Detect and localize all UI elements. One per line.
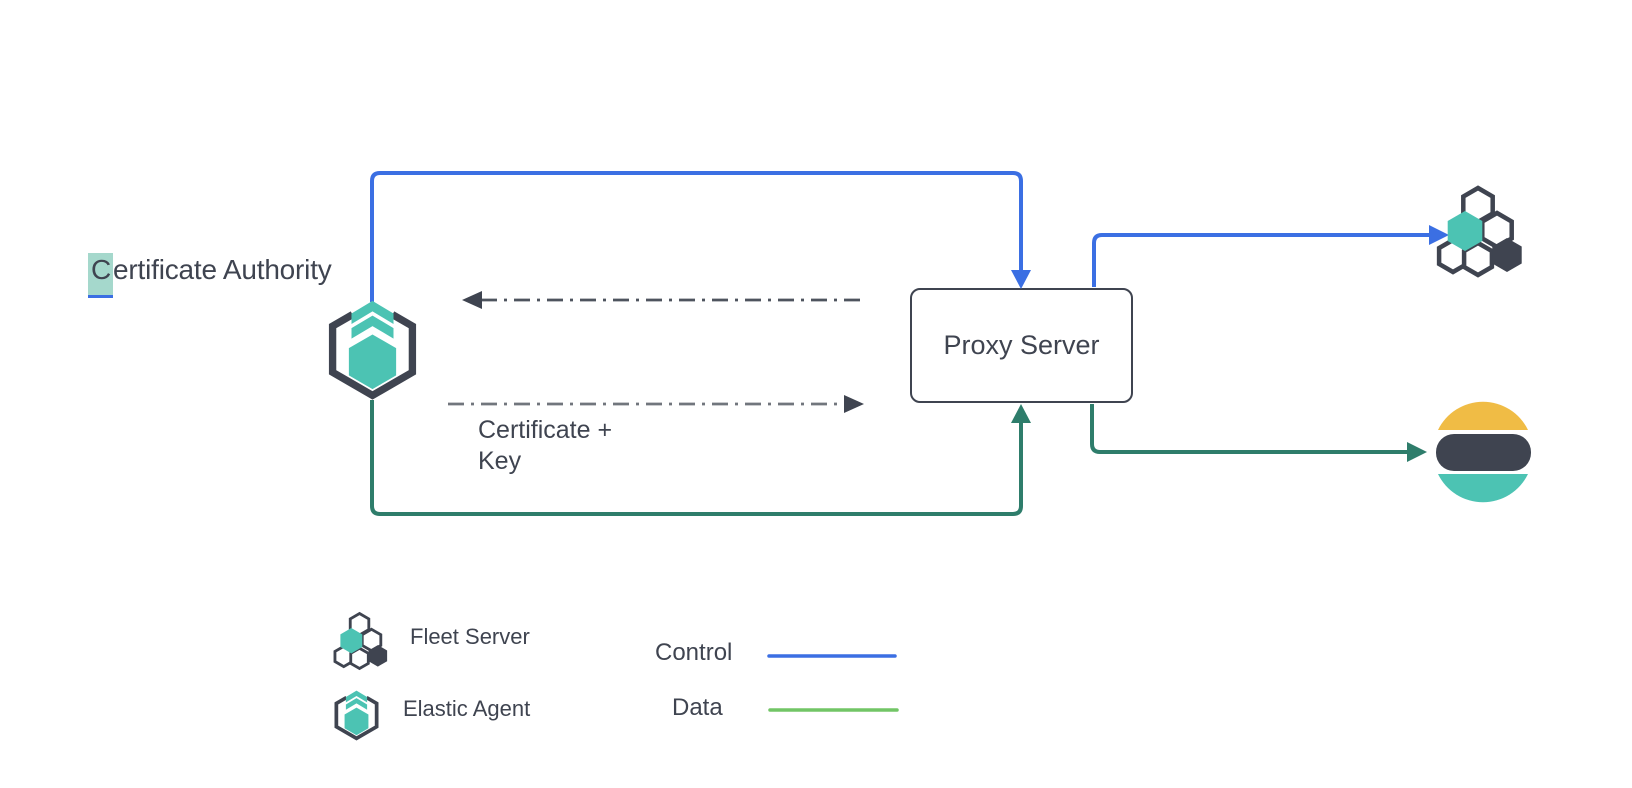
legend-control-label: Control <box>655 639 733 666</box>
edge-certificate-proxy-to-agent <box>462 291 863 309</box>
proxy-server-node: Proxy Server <box>910 288 1133 403</box>
edge-data-agent-to-proxy <box>370 400 1031 516</box>
legend-elastic-agent-icon <box>334 690 379 741</box>
legend-fleet-server-label: Fleet Server <box>410 624 530 649</box>
legend-fleet-server-icon <box>333 612 389 670</box>
legend-data-label: Data <box>672 694 723 721</box>
edge-control-agent-to-proxy <box>370 171 1031 302</box>
edge-certificate-agent-to-proxy <box>448 395 864 413</box>
edge-data-proxy-to-elasticsearch <box>1090 404 1427 462</box>
fleet-server-icon <box>1439 188 1522 275</box>
certificate-authority-label: Certificate Authority <box>91 254 332 285</box>
elastic-agent-icon <box>333 301 413 396</box>
legend-elastic-agent-label: Elastic Agent <box>403 696 531 721</box>
edge-control-proxy-to-fleet <box>1092 225 1449 287</box>
proxy-server-label: Proxy Server <box>943 330 1100 360</box>
certificate-key-annotation: Certificate + Key <box>478 416 613 475</box>
elasticsearch-logo <box>1436 401 1531 503</box>
